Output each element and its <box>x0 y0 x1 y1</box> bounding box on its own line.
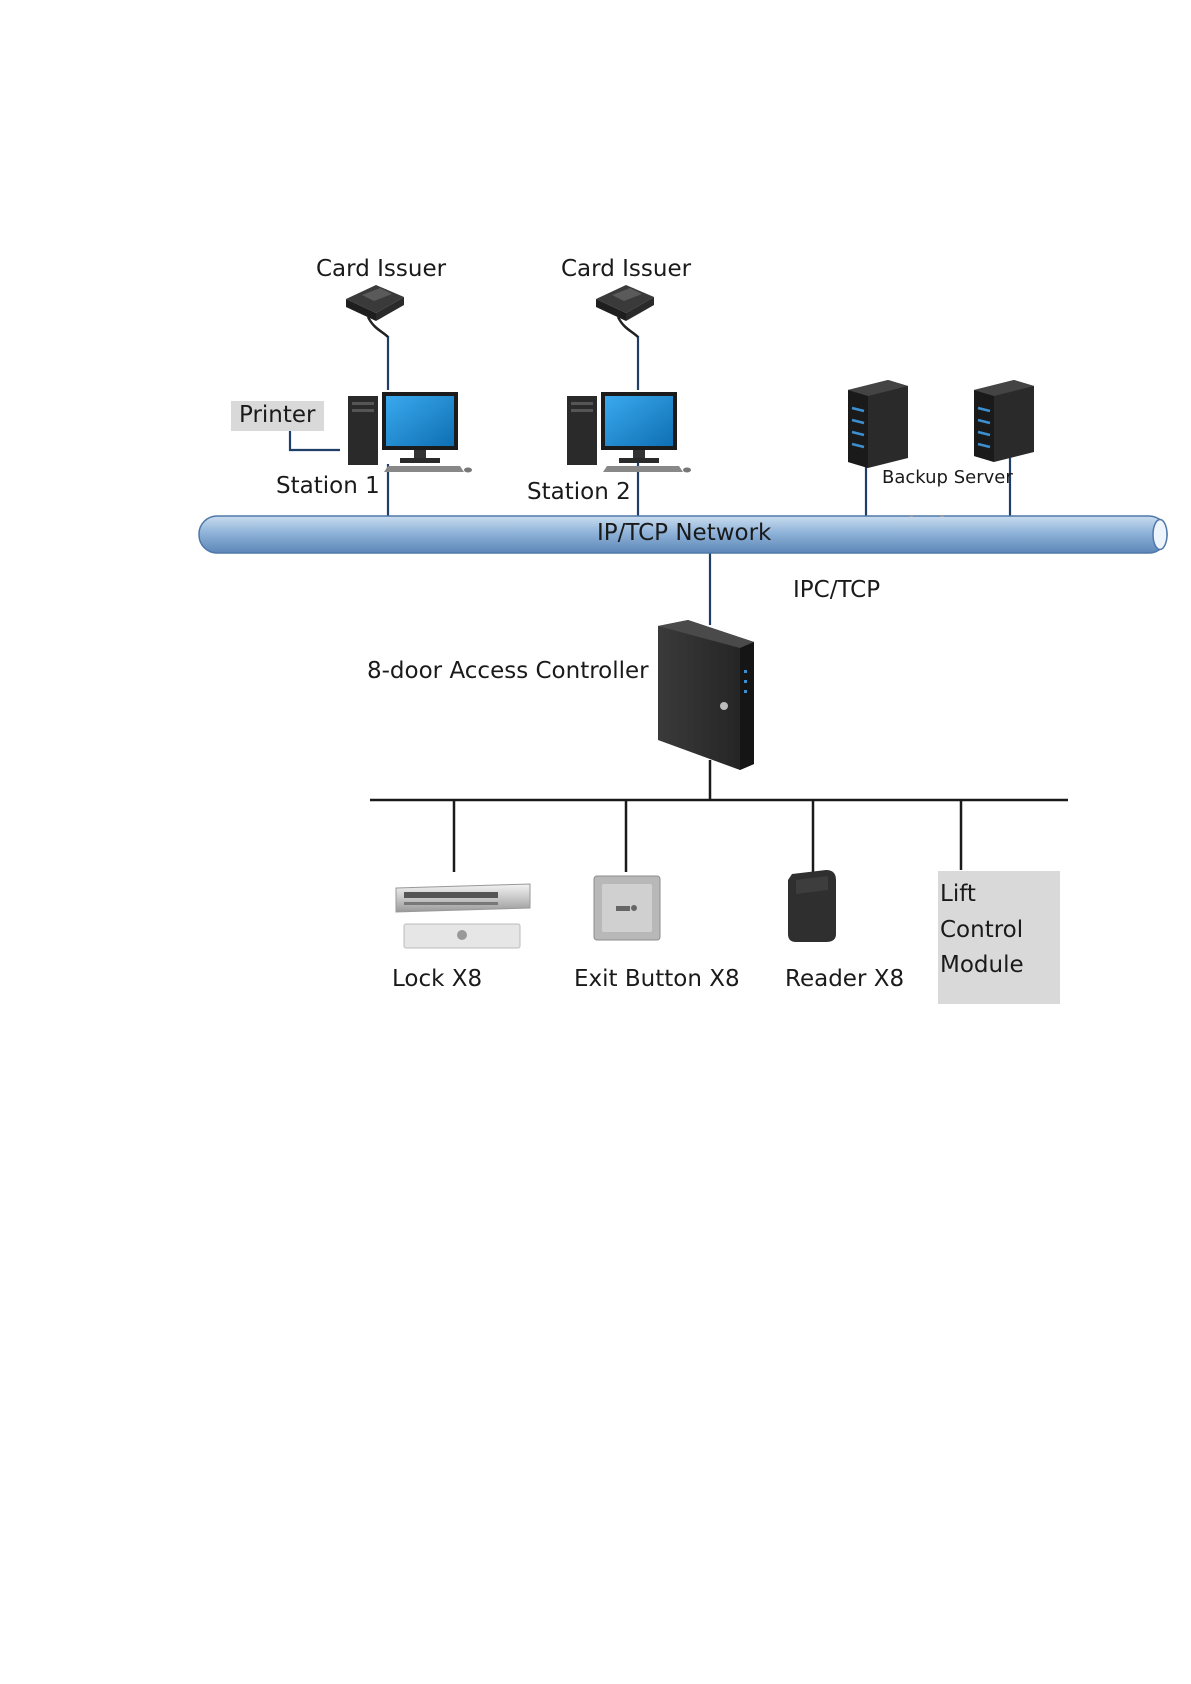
lower-bus <box>370 760 1068 872</box>
station-1-label: Station 1 <box>276 475 380 498</box>
access-controller-icon <box>658 620 754 770</box>
server-icon <box>848 380 908 468</box>
backup-server-label: Backup Server <box>882 469 1013 487</box>
lock-label: Lock X8 <box>392 968 482 991</box>
printer-link <box>290 429 340 450</box>
card-reader-icon <box>788 870 836 942</box>
card-issuer-2-label: Card Issuer <box>561 258 691 281</box>
server-icon <box>974 380 1034 462</box>
desktop-computer-icon <box>567 392 691 473</box>
station-2-label: Station 2 <box>527 481 631 504</box>
network-label: IP/TCP Network <box>597 522 771 545</box>
exit-button-label: Exit Button X8 <box>574 968 740 991</box>
desktop-computer-icon <box>348 392 472 473</box>
reader-label: Reader X8 <box>785 968 904 991</box>
card-issuer-icon <box>596 285 654 337</box>
card-issuer-icon <box>346 285 404 337</box>
magnetic-lock-icon <box>396 884 530 948</box>
exit-button-icon <box>594 876 660 940</box>
printer-label: Printer <box>231 401 324 431</box>
ipc-tcp-label: IPC/TCP <box>793 579 880 602</box>
lift-control-label: Lift Control Module <box>938 871 1060 1004</box>
card-issuer-1-label: Card Issuer <box>316 258 446 281</box>
controller-label: 8-door Access Controller <box>367 660 649 683</box>
